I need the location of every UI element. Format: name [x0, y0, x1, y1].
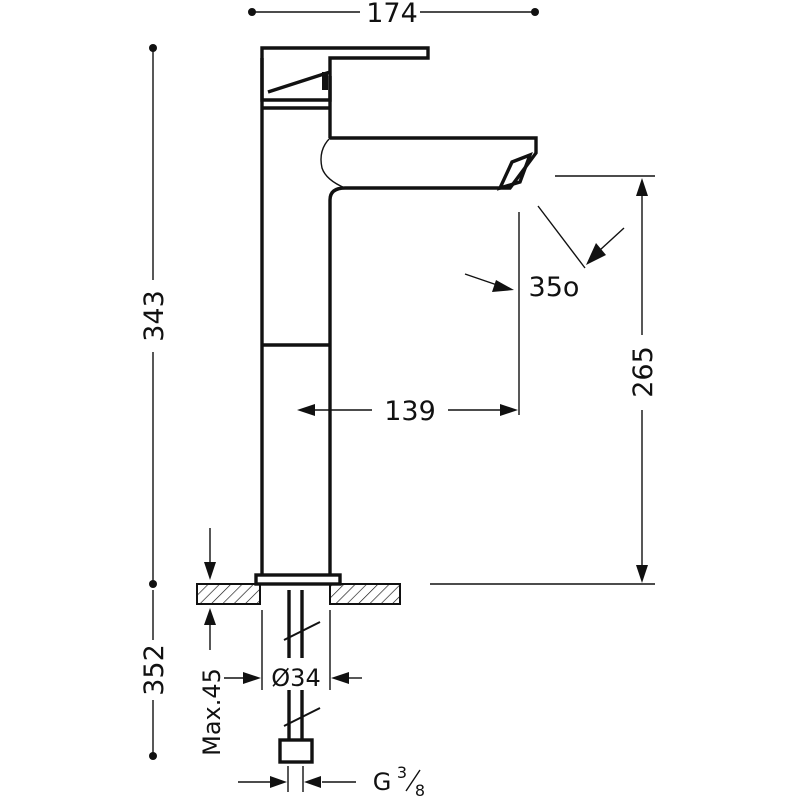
dim-label-343: 343 [139, 290, 170, 342]
supply-hose [278, 590, 321, 764]
dim-hole-diameter: Ø34 [224, 610, 362, 692]
spout-shadow [320, 137, 346, 189]
dim-total-height: 343 [139, 44, 170, 588]
hose-connector [278, 738, 314, 764]
dim-label-g: G [373, 768, 392, 796]
dim-label-d34: Ø34 [271, 664, 320, 692]
dim-total-with-hose: 352 [139, 590, 170, 760]
countertop-right [329, 583, 401, 605]
dim-label-139: 139 [384, 396, 436, 427]
upper-column [260, 100, 332, 345]
dim-label-thread-num: 3 [397, 763, 407, 782]
countertop-left [196, 583, 261, 605]
handle-pin [322, 72, 328, 90]
dim-thread: G 3 8 [238, 763, 425, 800]
dim-spout-reach: 139 [297, 212, 520, 427]
dim-label-174: 174 [366, 0, 418, 29]
base-flange [254, 573, 342, 586]
countertop [196, 583, 401, 605]
aerator [496, 152, 533, 191]
lever-handle [260, 46, 430, 102]
dim-label-thread-den: 8 [415, 781, 425, 800]
dim-label-max45: Max.45 [198, 668, 226, 756]
dim-label-35: 35o [529, 272, 580, 303]
dim-spout-angle: 35o [464, 205, 625, 303]
dim-label-265: 265 [628, 346, 659, 398]
spout [328, 136, 538, 345]
handle-cartridge [260, 58, 332, 100]
dim-spout-height: 265 [430, 175, 659, 585]
dim-label-352: 352 [139, 644, 170, 696]
dim-max-thickness: Max.45 [198, 528, 226, 756]
lower-column [260, 345, 332, 575]
faucet-body [254, 46, 538, 586]
hose-break-top [283, 621, 321, 641]
dim-width-top: 174 [248, 0, 539, 29]
hose-break-bottom [283, 707, 321, 727]
